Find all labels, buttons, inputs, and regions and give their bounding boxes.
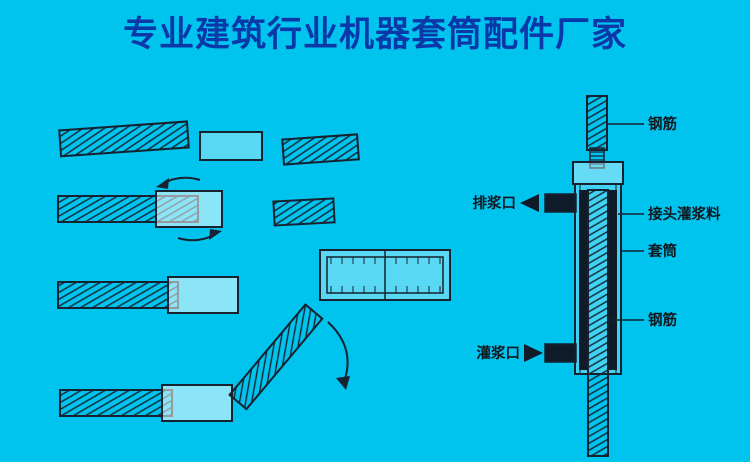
rebar-piece-2 bbox=[281, 133, 360, 166]
assembly-steps-diagram bbox=[57, 120, 451, 422]
angled-rebar bbox=[228, 303, 324, 411]
grout-fill-left bbox=[579, 190, 588, 370]
swing-arrow bbox=[327, 321, 349, 383]
coupler-cross-section bbox=[319, 249, 451, 301]
label-sleeve: 套筒 bbox=[647, 242, 677, 260]
label-grout-inlet: 灌浆口 bbox=[477, 344, 521, 362]
sleeve-cap bbox=[572, 161, 624, 185]
thread-ticks bbox=[330, 257, 441, 293]
coupler-1 bbox=[199, 131, 263, 161]
swing-arrow-head bbox=[336, 376, 350, 390]
label-rebar-top: 钢筋 bbox=[648, 115, 677, 133]
label-rebar-lower: 钢筋 bbox=[648, 311, 677, 329]
grout-fill-right bbox=[608, 190, 617, 370]
sleeve-section-diagram: 钢筋 接头灌浆料 套筒 钢筋 排浆口 灌浆口 bbox=[473, 95, 721, 457]
page-title: 专业建筑行业机器套筒配件厂家 bbox=[122, 15, 627, 54]
grout-outlet-arrow-icon bbox=[520, 194, 539, 212]
grout-outlet-port bbox=[544, 193, 577, 213]
grout-inlet-arrow-icon bbox=[524, 344, 543, 362]
rebar-piece-3 bbox=[272, 197, 336, 227]
label-grout-outlet: 排浆口 bbox=[473, 194, 517, 212]
rebar-top-bar bbox=[586, 95, 608, 151]
rotation-arrow-top-head bbox=[156, 178, 169, 189]
label-joint-grout: 接头灌浆料 bbox=[648, 205, 721, 223]
grout-inlet-port bbox=[544, 343, 577, 363]
rebar-with-coupler-attached bbox=[57, 276, 239, 314]
rebar-piece-1 bbox=[58, 120, 190, 158]
rebar-with-coupler-threading bbox=[57, 176, 223, 242]
rotation-arrow-bottom-head bbox=[209, 229, 222, 240]
rebar-lower-bar bbox=[587, 189, 609, 457]
leader-lines bbox=[608, 123, 644, 321]
rebar-with-coupler-4 bbox=[59, 384, 233, 422]
